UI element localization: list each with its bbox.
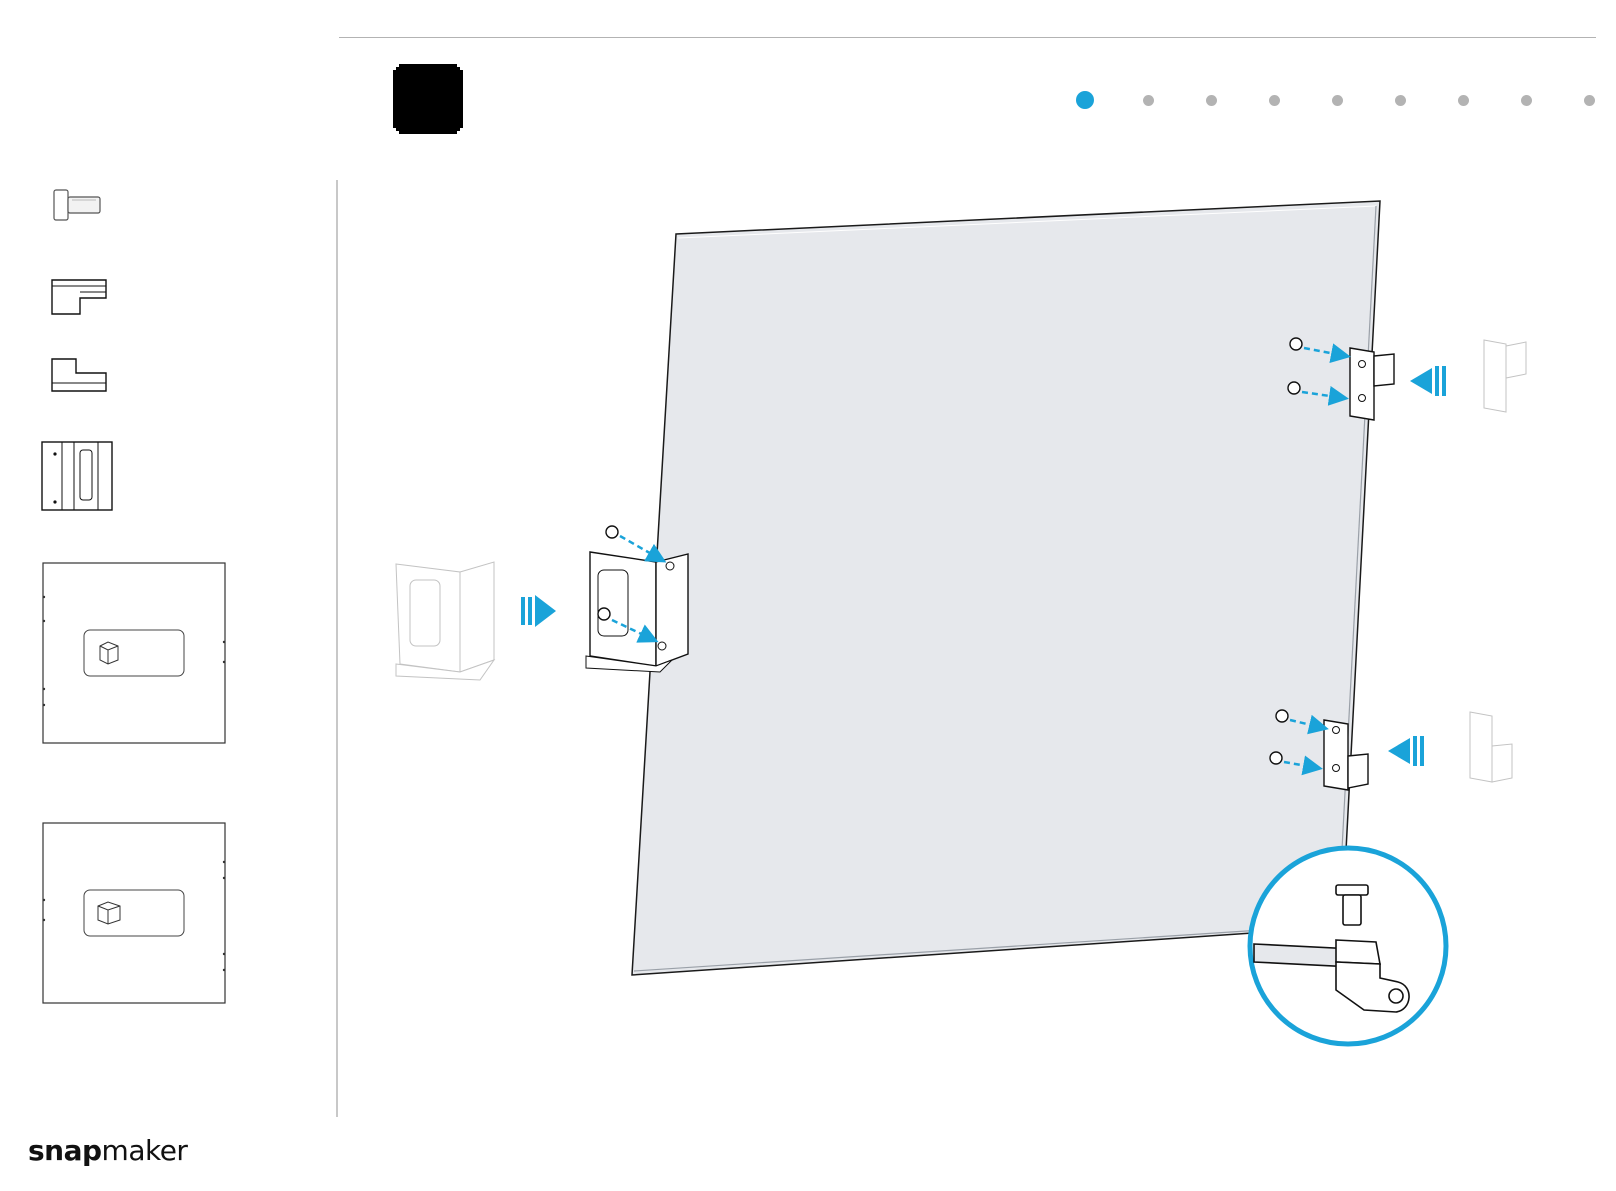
hinge-icon bbox=[40, 440, 114, 512]
right-lower-bracket bbox=[1324, 720, 1368, 790]
progress-dot-5[interactable] bbox=[1332, 95, 1343, 106]
push-arrow-left bbox=[1388, 736, 1424, 766]
right-lower-bracket-ghost bbox=[1470, 712, 1512, 782]
left-bracket-ghost bbox=[396, 562, 494, 680]
screw-icon bbox=[52, 188, 104, 222]
progress-dot-8[interactable] bbox=[1521, 95, 1532, 106]
right-upper-bracket bbox=[1350, 348, 1394, 420]
progress-dot-1[interactable] bbox=[1076, 91, 1094, 109]
header-rule bbox=[339, 37, 1596, 38]
panel-icon bbox=[42, 562, 226, 744]
progress-dot-7[interactable] bbox=[1458, 95, 1469, 106]
progress-dot-6[interactable] bbox=[1395, 95, 1406, 106]
panel-icon bbox=[42, 822, 226, 1004]
progress-dot-3[interactable] bbox=[1206, 95, 1217, 106]
progress-dot-2[interactable] bbox=[1143, 95, 1154, 106]
progress-dot-4[interactable] bbox=[1269, 95, 1280, 106]
assembly-illustration bbox=[340, 150, 1610, 1070]
bracket-icon bbox=[50, 278, 108, 316]
brand-logo-light: maker bbox=[102, 1134, 188, 1167]
sidebar-divider bbox=[336, 180, 338, 1117]
acrylic-panel bbox=[632, 201, 1380, 975]
step-progress bbox=[1076, 90, 1596, 110]
bracket-icon bbox=[50, 357, 108, 393]
right-upper-bracket-ghost bbox=[1484, 340, 1526, 412]
push-arrow-right bbox=[521, 595, 556, 627]
push-arrow-left bbox=[1410, 366, 1446, 396]
brand-logo: snapmaker bbox=[28, 1134, 187, 1167]
detail-callout bbox=[1250, 848, 1446, 1044]
progress-dot-9[interactable] bbox=[1584, 95, 1595, 106]
step-badge-icon bbox=[393, 64, 463, 134]
brand-logo-bold: snap bbox=[28, 1134, 102, 1167]
